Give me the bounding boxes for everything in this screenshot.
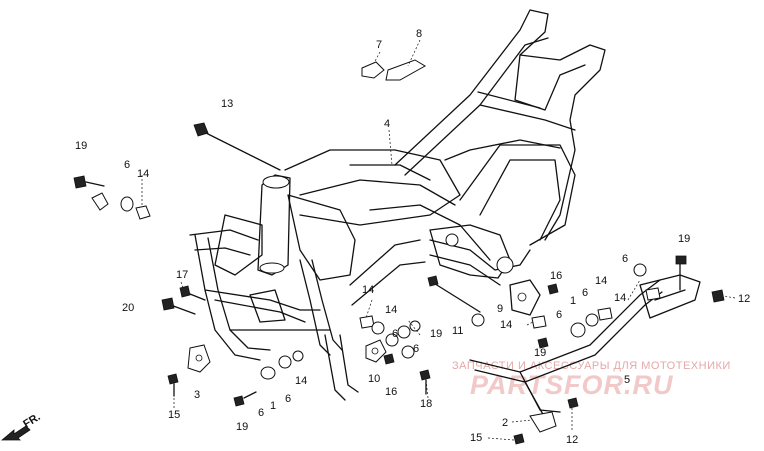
callout-9: 9 [497, 303, 503, 315]
callout-6: 6 [582, 287, 588, 299]
callout-20: 20 [122, 302, 134, 314]
callout-19: 19 [534, 347, 546, 359]
watermark-logo: PARTSFOR.RU [470, 370, 674, 400]
watermark-tagline: ЗАПЧАСТИ И АКСЕССУАРЫ ДЛЯ МОТОТЕХНИКИ [452, 360, 731, 372]
callout-3: 3 [194, 389, 200, 401]
callout-14: 14 [614, 292, 626, 304]
callout-6: 6 [285, 393, 291, 405]
callout-12: 12 [566, 434, 578, 446]
callout-6: 6 [258, 407, 264, 419]
callout-6: 6 [556, 309, 562, 321]
callout-12: 12 [738, 293, 750, 305]
callout-16: 16 [550, 270, 562, 282]
callout-4: 4 [384, 118, 390, 130]
callout-15: 15 [168, 409, 180, 421]
callout-14: 14 [500, 319, 512, 331]
leader-lines [141, 39, 736, 441]
callout-16: 16 [385, 386, 397, 398]
callout-6: 6 [622, 253, 628, 265]
callout-8: 8 [416, 28, 422, 40]
callout-6: 6 [413, 343, 419, 355]
callout-19: 19 [236, 421, 248, 433]
hardware-parts [0, 175, 725, 445]
motorcycle-frame [189, 9, 701, 419]
callout-18: 18 [420, 398, 432, 410]
callout-1: 1 [270, 400, 276, 412]
callout-6: 6 [392, 328, 398, 340]
callout-14: 14 [362, 284, 374, 296]
callout-7: 7 [376, 39, 382, 51]
callout-14: 14 [137, 168, 149, 180]
callout-11: 11 [452, 325, 463, 337]
callout-19: 19 [75, 140, 87, 152]
callout-19: 19 [430, 328, 442, 340]
callout-13: 13 [221, 98, 233, 110]
callout-1: 1 [570, 295, 576, 307]
callout-2: 2 [502, 417, 508, 429]
callout-10: 10 [368, 373, 380, 385]
callout-14: 14 [385, 304, 397, 316]
callout-6: 6 [124, 159, 130, 171]
callout-17: 17 [176, 269, 188, 281]
callout-14: 14 [295, 375, 307, 387]
callout-labels: 13 7 8 4 19 6 14 17 20 14 14 6 6 19 11 9… [75, 28, 750, 446]
callout-5: 5 [624, 374, 630, 386]
callout-14: 14 [595, 275, 607, 287]
callout-15: 15 [470, 432, 482, 444]
watermark: ЗАПЧАСТИ И АКСЕССУАРЫ ДЛЯ МОТОТЕХНИКИ PA… [452, 360, 731, 400]
callout-19: 19 [678, 233, 690, 245]
